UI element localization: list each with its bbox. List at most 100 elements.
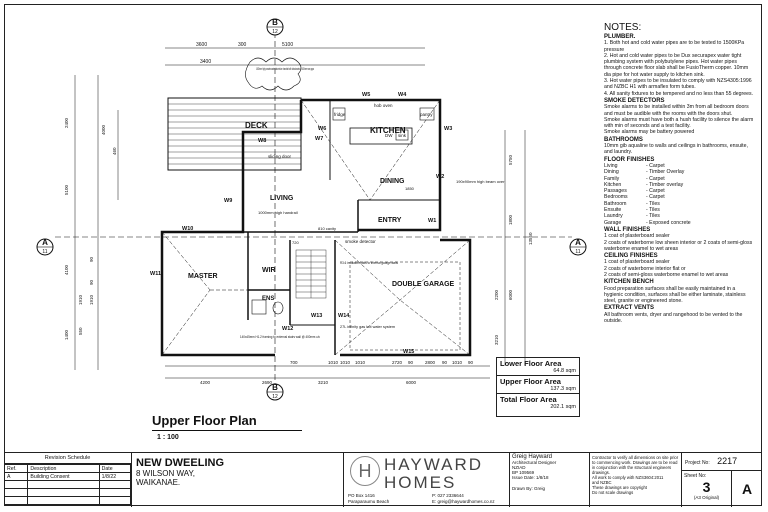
dim-left-7: 1400 (64, 329, 69, 340)
dim-left-9: 90 (89, 256, 94, 262)
company-po-box: PO Box 1416 (348, 493, 375, 498)
window-w9: W9 (224, 198, 232, 204)
total-area-value: 202.1 sqm (550, 404, 576, 410)
floor-finish-value: - Timber Overlay (646, 169, 685, 176)
dim-top-4: 3400 (200, 59, 211, 65)
room-entry: ENTRY (378, 217, 402, 224)
sheet-no-label: Sheet No: (684, 473, 707, 479)
dim-bottom-12: 90 (468, 360, 474, 365)
note-dw: DW (385, 133, 393, 138)
notes-vents-heading: EXTRACT VENTS (604, 305, 655, 312)
dim-left-5: 4100 (64, 264, 69, 275)
company-cell: H HAYWARD HOMES PO Box 1416 Paraparaumu … (344, 453, 510, 507)
upper-area-label: Upper Floor Area (500, 377, 561, 386)
dim-bottom-11: 1010 (452, 360, 463, 365)
notes-bath-1: 10mm gib aqualine to walls and ceilings … (604, 143, 748, 156)
list-item: Living- Carpet (604, 163, 754, 169)
dim-left-3: 460 (112, 147, 117, 155)
notes-plumber-1: 1. Both hot and cold water pipes are to … (604, 40, 745, 53)
annot-cavity: 810 cavity (318, 226, 336, 231)
window-w5: W5 (362, 92, 370, 98)
section-marker-a-right[interactable]: A 11 (569, 238, 587, 256)
dim-bottom-8: 90 (408, 360, 414, 365)
list-item: Bathroom- Tiles (604, 201, 754, 207)
designer-name: Greig Hayward (512, 454, 553, 460)
window-w8: W8 (258, 138, 266, 144)
revision-letter: A (741, 481, 753, 497)
dim-left-2: 4000 (101, 124, 106, 135)
paper-size: (A3 Original) (693, 495, 720, 500)
rev-head-desc: Description (27, 464, 100, 473)
dim-right-5: 2200 (494, 289, 499, 300)
window-w15: W15 (403, 349, 414, 355)
room-double-garage: DOUBLE GARAGE (392, 281, 455, 288)
issue-value: 1/8/18 (536, 475, 549, 480)
list-item: Garage- Exposed concrete (604, 220, 754, 226)
plan-title: Upper Floor Plan (152, 413, 302, 431)
svg-text:12: 12 (272, 29, 278, 35)
notes-wall-1: 1 coat of plasterboard sealer (604, 233, 670, 240)
window-w1: W1 (428, 218, 436, 224)
floor-finish-value: - Tiles (646, 213, 660, 220)
notes-smoke-3: Smoke alarms may be battery powered (604, 129, 695, 136)
note-pantry: pantry (420, 112, 433, 117)
dim-left-11: 90 (89, 279, 94, 285)
notes-ceiling-2: 2 coats of waterborne interior flat or (604, 265, 686, 272)
annot-hot-water: 27L infinity gas hot water system (340, 324, 396, 329)
section-marker-b[interactable]: B 12 (266, 18, 284, 36)
svg-text:12: 12 (272, 394, 278, 400)
company-email: E: greig@haywardhomes.co.nz (432, 499, 495, 504)
dim-right-2: 1800 (508, 214, 513, 225)
dim-top-3: 5100 (282, 42, 293, 48)
annot-handrail: 1000mm high powdercoated aluminium handr… (256, 66, 314, 71)
dim-bottom-3: 3210 (318, 380, 329, 385)
section-marker-a-left[interactable]: A 11 (36, 238, 54, 256)
revision-schedule: Revision Schedule Ref. Description Date … (3, 453, 132, 507)
dim-bottom-7: 2720 (392, 360, 403, 365)
company-word-1: HAYWARD (384, 455, 483, 474)
dim-top-1: 3600 (196, 42, 207, 48)
contractor-note: Contractor to verify all dimensions on s… (592, 455, 679, 475)
window-w14: W14 (338, 313, 350, 319)
notes-vents-1: All bathroom vents, dryer and rangehood … (604, 311, 743, 325)
compliance-1: All work to comply with NZS3604:2011 (592, 475, 664, 480)
total-area-label: Total Floor Area (500, 395, 557, 404)
notes-ceiling-heading: CEILING FINISHES (604, 253, 658, 260)
floor-finish-value: - Timber overlay (646, 181, 684, 188)
note-hob: hob oven (374, 103, 393, 108)
dim-top-2: 300 (238, 42, 247, 48)
floor-finish-room: Ensuite (604, 207, 622, 214)
room-dining: DINING (380, 178, 405, 185)
dim-bottom-9: 2800 (425, 360, 436, 365)
designer-org: NZIAD (512, 465, 526, 470)
drawing-sheet (4, 4, 762, 506)
dim-right-4: 6000 (508, 289, 513, 300)
floor-finish-value: - Carpet (646, 162, 665, 169)
room-ens: ENS (262, 296, 274, 302)
floor-finish-room: Kitchen (604, 181, 622, 188)
section-marker-b-bottom[interactable]: B 12 (266, 383, 284, 401)
list-item: Bedrooms- Carpet (604, 194, 754, 200)
floor-finish-value: - Tiles (646, 200, 660, 207)
notes-wall-2: 2 coats of waterborne low sheen interior… (604, 239, 753, 252)
designer-title: Architectural Designer (512, 460, 557, 465)
title-block: Revision Schedule Ref. Description Date … (3, 452, 762, 507)
revision-table: Ref. Description Date A Building Consent… (3, 464, 132, 505)
rev-head-ref: Ref. (3, 464, 29, 473)
annot-framing: 140x45mm H1.2 framing to external stairs… (240, 334, 320, 339)
rev-date: 1/8/22 (98, 472, 132, 481)
notes-panel: NOTES: PLUMBER. 1. Both hot and cold wat… (604, 22, 754, 324)
notes-plumber-2: 2. Hot and cold water pipes to be Dux se… (604, 52, 749, 78)
project-address-1: 8 WILSON WAY, (136, 469, 195, 478)
svg-text:A: A (575, 238, 581, 247)
dim-bottom-4: 6000 (406, 380, 417, 385)
drawn-label: Drawn By: (512, 486, 533, 491)
plan-scale: 1 : 100 (157, 434, 179, 441)
dim-left-1: 2400 (64, 117, 69, 128)
compliance-2: and NZBC (592, 480, 612, 485)
notes-plumber-heading: PLUMBER. (604, 34, 636, 40)
annot-insulation: R3.6 insulation batts to internal garage… (340, 260, 398, 265)
